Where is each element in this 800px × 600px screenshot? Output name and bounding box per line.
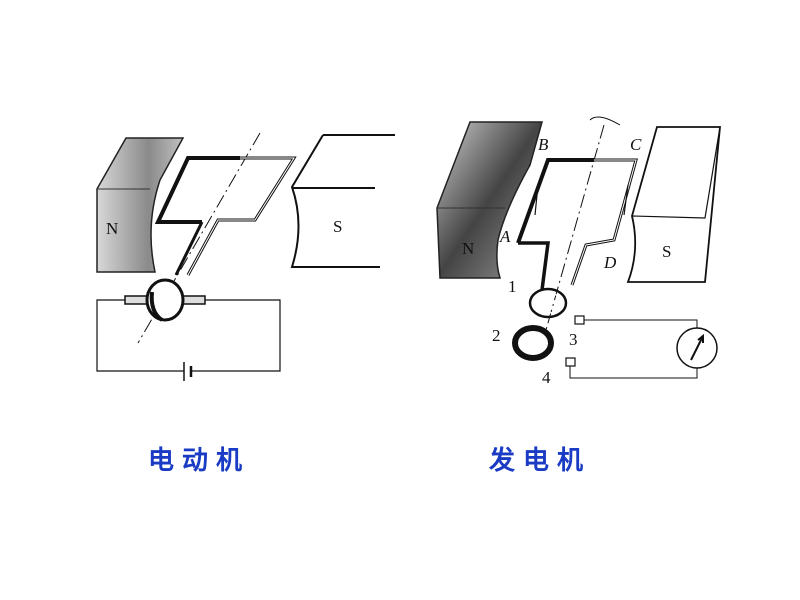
current-arrow-down-icon	[534, 184, 539, 216]
generator-south-magnet: S	[626, 126, 721, 283]
motor-caption: 电动机	[148, 446, 251, 476]
motor-diagram: N S	[96, 132, 395, 381]
generator-coil	[516, 116, 638, 331]
generator-north-label: N	[462, 239, 474, 258]
motor-north-label: N	[106, 219, 118, 238]
motor-circuit	[96, 299, 281, 381]
motor-south-magnet: S	[290, 134, 395, 268]
current-arrow-up-icon	[623, 184, 629, 216]
label-a: A	[499, 227, 511, 246]
rotation-arrow-icon	[589, 116, 621, 126]
label-4: 4	[542, 368, 551, 387]
slip-rings	[512, 287, 585, 367]
brush-icon	[574, 315, 585, 325]
label-1: 1	[508, 277, 517, 296]
motor-commutator	[124, 278, 206, 322]
brush-icon	[565, 357, 576, 367]
label-2: 2	[492, 326, 501, 345]
label-3: 3	[569, 330, 578, 349]
generator-north-magnet: N	[436, 121, 543, 279]
generator-south-label: S	[662, 242, 671, 261]
generator-circuit	[569, 319, 718, 379]
generator-caption: 发电机	[489, 446, 592, 476]
motor-north-magnet: N	[96, 137, 185, 273]
motor-south-label: S	[333, 217, 342, 236]
generator-diagram: N S B	[436, 116, 721, 387]
label-c: C	[630, 135, 642, 154]
label-b: B	[538, 135, 549, 154]
label-d: D	[603, 253, 617, 272]
